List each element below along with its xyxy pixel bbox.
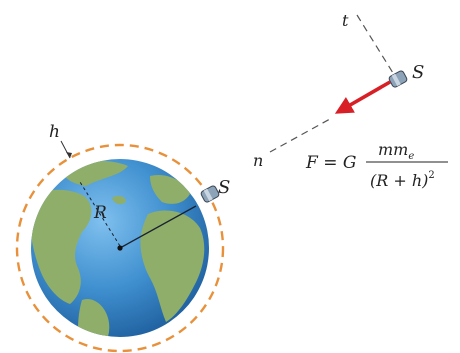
formula-numerator-subscript: e: [408, 151, 414, 162]
tangential-axis-line: [356, 14, 394, 74]
normal-axis-line: [269, 118, 331, 153]
gravity-formula: F = G mme (R + h)2: [305, 140, 448, 190]
force-arrow: [334, 80, 391, 114]
radius-line: [119, 205, 197, 249]
label-R: R: [93, 203, 107, 223]
satellite-lower: [200, 185, 220, 203]
formula-numerator: mme: [378, 140, 414, 162]
formula-lhs: F = G: [305, 153, 356, 173]
satellite-upper: [388, 70, 408, 88]
label-n: n: [253, 151, 263, 170]
earth-center-dot: [117, 245, 123, 251]
label-S-upper: S: [412, 62, 424, 83]
formula-denominator-exponent: 2: [428, 170, 434, 181]
earth: [31, 159, 209, 337]
formula-denominator-base: (R + h): [370, 171, 428, 190]
label-h: h: [49, 122, 60, 142]
altitude-arrowhead: [66, 152, 72, 158]
label-S-lower: S: [218, 177, 230, 198]
formula-denominator: (R + h)2: [370, 170, 435, 190]
radius-label-leader: [79, 181, 121, 247]
formula-numerator-base: mm: [378, 140, 408, 159]
label-t: t: [342, 11, 349, 30]
orbit-path: [15, 143, 225, 353]
continents: [31, 160, 205, 337]
